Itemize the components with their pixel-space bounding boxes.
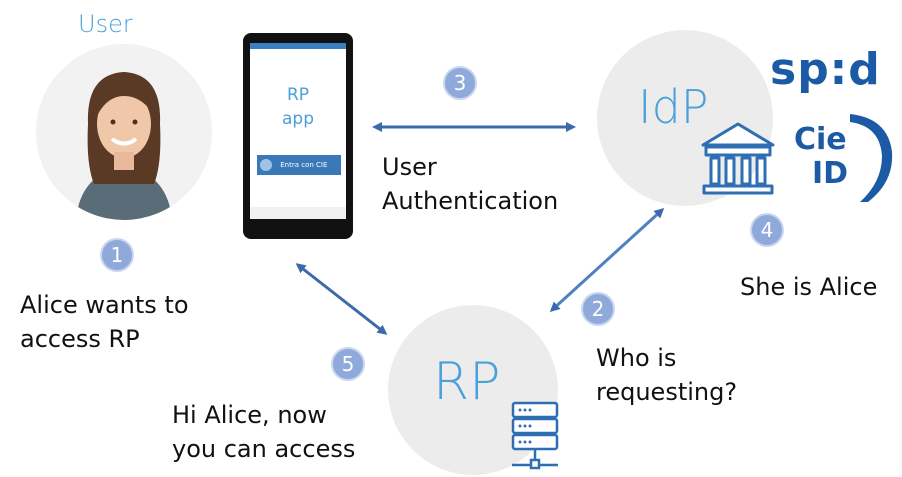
step-1-text-line1: Alice wants to <box>20 291 189 319</box>
phone-device: RP app Entra con CIE <box>243 33 353 239</box>
step-1-text-line2: access RP <box>20 325 140 353</box>
user-title: User <box>78 10 133 38</box>
arrow-idp-rp <box>549 207 665 313</box>
cie-logo-top: Cie <box>794 122 847 157</box>
user-avatar <box>36 44 212 220</box>
login-cie-button[interactable]: Entra con CIE <box>257 155 341 175</box>
phone-screen: RP app Entra con CIE <box>250 43 346 219</box>
step-2-text-line2: requesting? <box>596 378 738 406</box>
step-4-badge: 4 <box>752 215 782 245</box>
step-5-badge: 5 <box>333 349 363 379</box>
cie-icon <box>260 159 272 171</box>
step-4-text: She is Alice <box>740 273 878 301</box>
step-3-badge: 3 <box>445 68 475 98</box>
step-5-text-line2: you can access <box>172 435 356 463</box>
arrow-app-rp <box>295 263 388 335</box>
user-photo-icon <box>36 44 212 220</box>
app-title-line2: app <box>282 109 314 129</box>
app-title-line1: RP <box>286 85 310 105</box>
step-3-text-line2: Authentication <box>382 187 559 215</box>
step-5-text-line1: Hi Alice, now <box>172 401 327 429</box>
step-2-badge: 2 <box>583 294 613 324</box>
step-1-badge: 1 <box>102 240 132 270</box>
step-2-text-line1: Who is <box>596 344 677 372</box>
step-3-text-line1: User <box>382 153 437 181</box>
cie-face-icon <box>850 114 893 202</box>
phone-nav-bar <box>250 207 346 219</box>
cie-id-logo: Cie ID <box>790 112 894 204</box>
phone-status-bar <box>250 43 346 49</box>
idp-label: IdP <box>638 80 709 134</box>
rp-label: RP <box>433 352 501 412</box>
login-cie-label: Entra con CIE <box>280 161 328 169</box>
spid-logo: sp:d <box>770 44 881 95</box>
cie-logo-bottom: ID <box>812 156 849 191</box>
